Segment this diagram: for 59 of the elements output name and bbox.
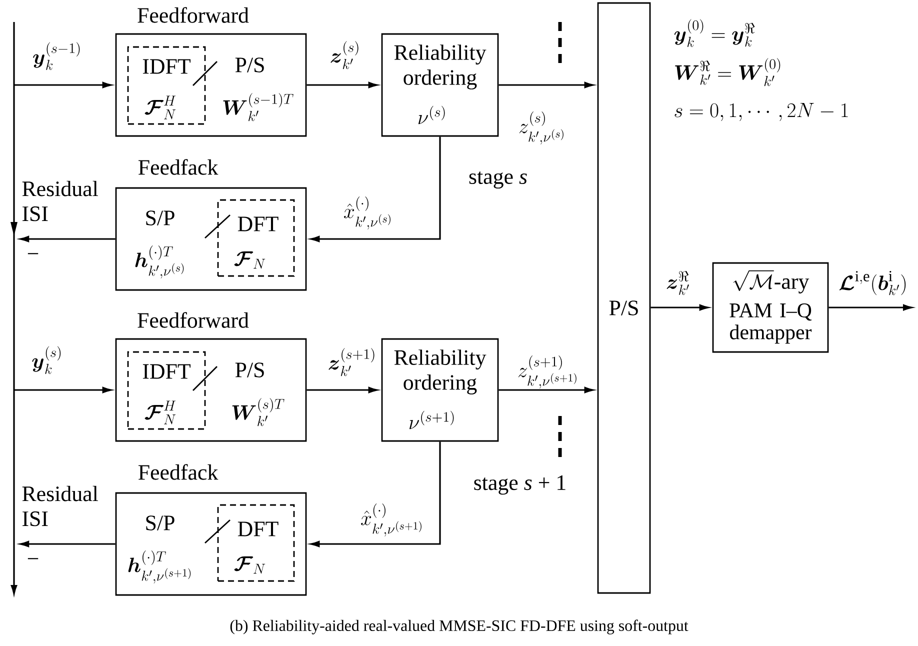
block-label: P/S xyxy=(235,362,264,378)
matrix-formula: $\boldsymbol{h}_{k',\nu^{(s+1)}}^{(\cdot)T}$ xyxy=(128,550,191,584)
block-label: PAM I–Q demapper xyxy=(730,303,812,344)
arrow xyxy=(20,540,116,548)
equation: $s = 0, 1, \cdots, 2N-1$ xyxy=(674,102,848,122)
arrow xyxy=(20,236,116,242)
block-label: P/S xyxy=(609,300,638,316)
block-label: S/P xyxy=(146,516,174,530)
block-label: DFT xyxy=(238,216,278,232)
equation: $\boldsymbol{W}_{k'}^{\Re} = \boldsymbol{W}_{k'}^{(0)}$ xyxy=(675,58,780,86)
block-heading: Feedfack xyxy=(138,464,218,480)
block-label: Reliability ordering xyxy=(394,44,486,90)
matrix-formula: $\boldsymbol{\mathcal{F}}_N^H$ xyxy=(144,96,176,120)
edge-label: $\boldsymbol{y}_k^{(s-1)}$ xyxy=(32,42,82,70)
arrow xyxy=(828,304,912,311)
matrix-formula: $\boldsymbol{W}_{k'}^{(s)T}$ xyxy=(232,398,284,426)
matrix-formula: $\boldsymbol{\mathcal{F}}_N^H$ xyxy=(144,400,176,424)
minus-sign: − xyxy=(28,558,38,560)
edge-label: $z_{k',\nu^{(s+1)}}^{(s+1)}$ xyxy=(517,355,579,389)
edge-label: $\boldsymbol{\mathcal{L}}^{\mathrm{i,e}}(\boldsymbol{b}_{k'}^{\mathrm{i}})$ xyxy=(838,270,908,296)
block-heading: Feedforward xyxy=(138,312,249,328)
block-heading: Feedfack xyxy=(138,159,218,175)
arrow xyxy=(306,82,378,88)
edge-label: $\boldsymbol{z}_{k'}^{(s+1)}$ xyxy=(327,348,377,376)
block-label: IDFT xyxy=(142,364,190,379)
edge-label: $\boldsymbol{z}_{k'}^{\Re}$ xyxy=(665,270,691,296)
block-label: DFT xyxy=(238,522,278,536)
block-label: Reliability ordering xyxy=(394,350,486,394)
matrix-formula: $\boldsymbol{\mathcal{F}}_N$ xyxy=(234,556,266,574)
formula: $\nu^{(s+1)}$ xyxy=(409,410,454,430)
block-label: P/S xyxy=(235,58,264,72)
formula: $\sqrt{\mathcal{M}}\text{-ary}$ xyxy=(733,270,810,294)
edge-label: $\hat{x}_{k',\nu^{(s+1)}}^{(\cdot)}$ xyxy=(360,503,424,537)
edge-label: Residual ISI xyxy=(22,180,98,222)
arrow xyxy=(310,136,441,242)
edge-label: $\boldsymbol{z}_{k'}^{(s)}$ xyxy=(329,40,361,70)
arrow xyxy=(498,386,594,394)
arrow xyxy=(310,442,441,548)
arrow xyxy=(498,82,594,88)
block-heading: Feedforward xyxy=(138,7,249,23)
edge-label: $\hat{x}_{k',\nu^{(s)}}^{(\cdot)}$ xyxy=(342,196,394,230)
arrow xyxy=(306,386,378,394)
equation: $\boldsymbol{y}_k^{(0)} = \boldsymbol{y}_k^{\Re}$ xyxy=(674,19,755,47)
block-label: S/P xyxy=(146,210,174,226)
stage-label: stage s xyxy=(469,171,527,189)
arrow xyxy=(650,304,709,311)
edge-label: $\boldsymbol{y}_k^{(s)}$ xyxy=(31,346,63,374)
caption: (b) Reliability-aided real-valued MMSE-SIC FD-DFE using soft-output xyxy=(230,620,688,634)
matrix-formula: $\boldsymbol{W}_{k'}^{(s-1)T}$ xyxy=(223,93,294,122)
stage-label: stage s + 1 xyxy=(474,475,566,495)
arrow xyxy=(14,82,112,88)
edge-label: Residual ISI xyxy=(22,486,98,526)
matrix-formula: $\boldsymbol{\mathcal{F}}_N$ xyxy=(234,251,266,269)
matrix-formula: $\boldsymbol{h}_{k',\nu^{(s)}}^{(\cdot)T}$ xyxy=(135,246,184,278)
edge-label: $z_{k',\nu^{(s)}}^{(s)}$ xyxy=(518,111,566,145)
arrow xyxy=(14,386,112,394)
minus-sign: − xyxy=(28,253,38,254)
formula: $\nu^{(s)}$ xyxy=(418,106,445,124)
block-label: IDFT xyxy=(142,59,190,74)
